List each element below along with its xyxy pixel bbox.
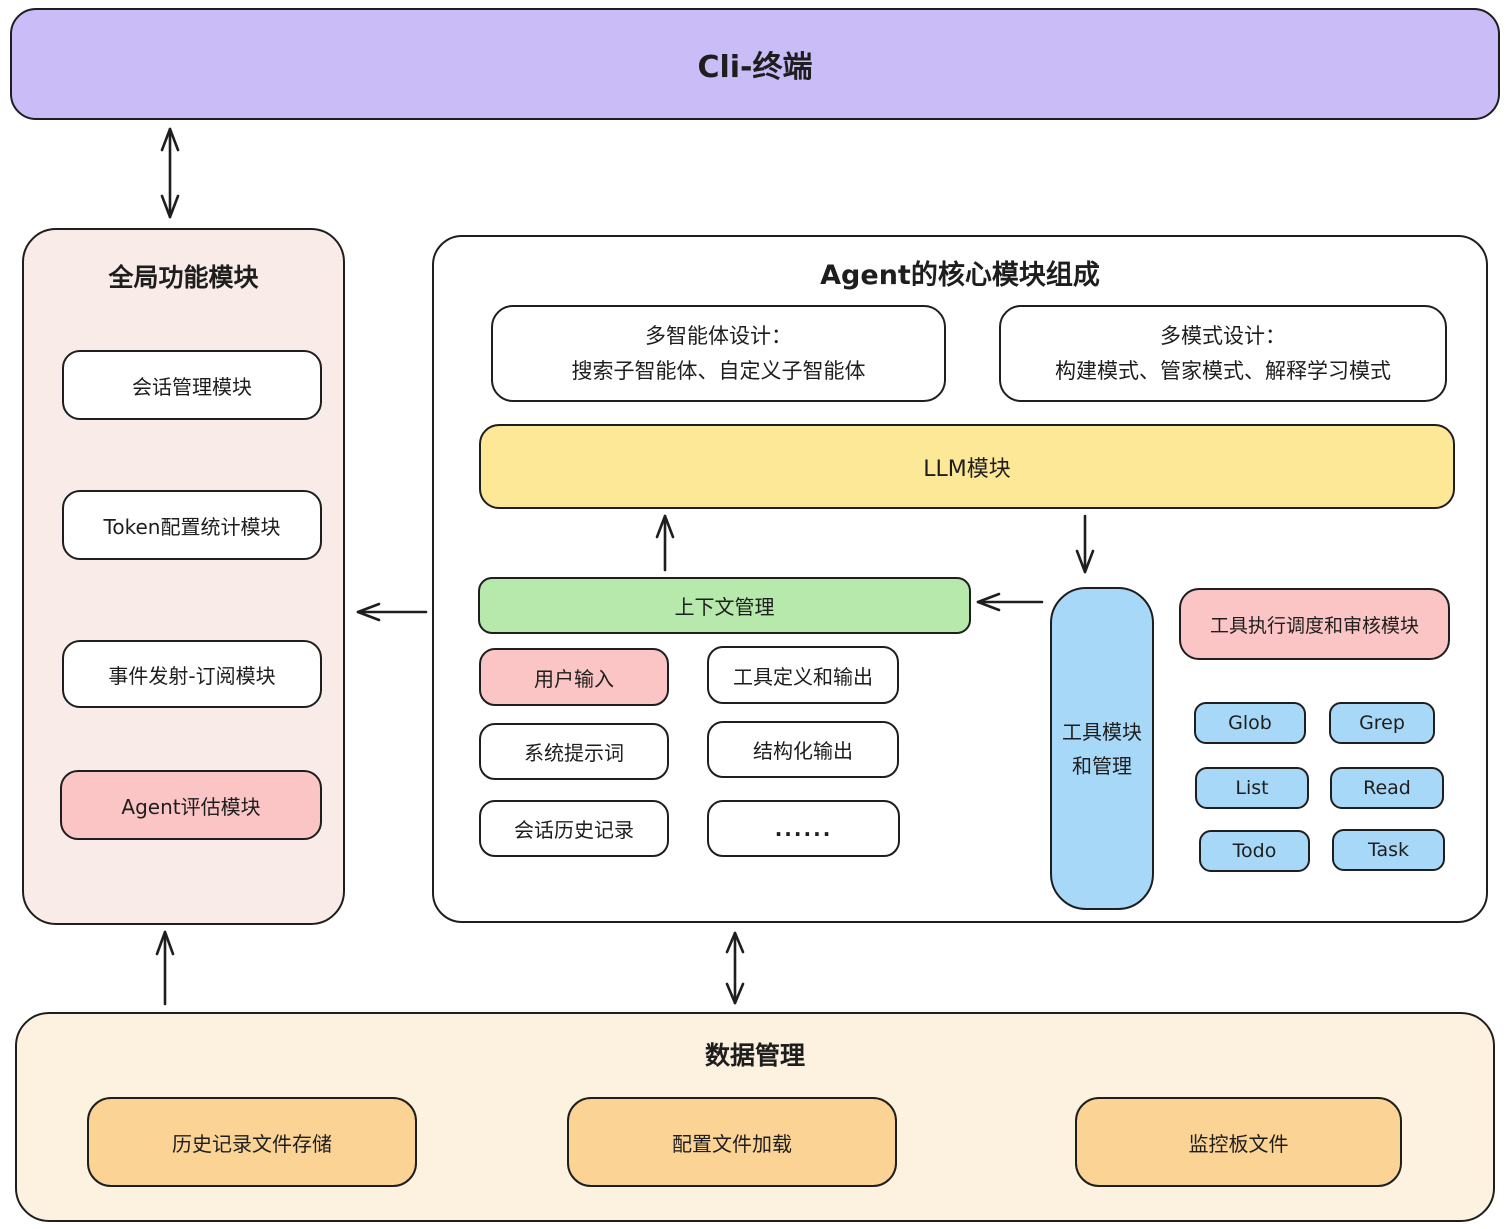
- node-label: Todo: [1232, 840, 1277, 862]
- node-agent-eval: Agent评估模块: [60, 770, 322, 840]
- node-structured-output: 结构化输出: [707, 721, 899, 778]
- node-label: ......: [774, 816, 833, 841]
- node-label: Read: [1363, 777, 1411, 799]
- node-label: Token配置统计模块: [103, 514, 281, 539]
- node-label: 工具执行调度和审核模块: [1209, 614, 1419, 637]
- data-panel: 数据管理 历史记录文件存储 配置文件加载 监控板文件: [15, 1012, 1495, 1222]
- node-multi-agent-design: 多智能体设计： 搜索子智能体、自定义子智能体: [491, 305, 946, 402]
- node-dashboard-file: 监控板文件: [1075, 1097, 1402, 1187]
- node-tool-grep: Grep: [1329, 702, 1435, 744]
- node-llm-module: LLM模块: [479, 424, 1455, 509]
- cli-terminal-label: Cli-终端: [697, 50, 813, 85]
- node-tool-definition-output: 工具定义和输出: [707, 646, 899, 704]
- node-label-line1: 多智能体设计：: [645, 323, 792, 348]
- node-tool-todo: Todo: [1199, 830, 1310, 872]
- core-panel: Agent的核心模块组成 多智能体设计： 搜索子智能体、自定义子智能体 多模式设…: [432, 235, 1488, 923]
- node-label-line1: 工具模块: [1062, 719, 1142, 744]
- arrow-data-to-global: [149, 928, 181, 1008]
- node-label: 会话管理模块: [132, 374, 252, 399]
- node-label: 上下文管理: [674, 595, 775, 619]
- node-label-line2: 搜索子智能体、自定义子智能体: [571, 358, 866, 383]
- node-label: 结构化输出: [753, 739, 853, 763]
- node-session-history: 会话历史记录: [479, 800, 669, 857]
- node-tool-task: Task: [1332, 829, 1445, 871]
- node-tool-module-management: 工具模块 和管理: [1050, 587, 1154, 910]
- node-label: 会话历史记录: [514, 818, 634, 842]
- node-context-management: 上下文管理: [478, 577, 971, 634]
- node-tool-list: List: [1195, 767, 1309, 809]
- arrow-context-to-llm: [649, 512, 681, 574]
- node-label: 监控板文件: [1188, 1131, 1289, 1156]
- node-label-line1: 多模式设计：: [1160, 323, 1286, 348]
- node-tool-scheduler-audit: 工具执行调度和审核模块: [1179, 588, 1450, 660]
- node-multi-mode-design: 多模式设计： 构建模式、管家模式、解释学习模式: [999, 305, 1447, 402]
- core-panel-title: Agent的核心模块组成: [820, 260, 1100, 291]
- node-session-management: 会话管理模块: [62, 350, 322, 420]
- node-user-input: 用户输入: [479, 648, 669, 706]
- node-token-config-stats: Token配置统计模块: [62, 490, 322, 560]
- node-label: Task: [1367, 839, 1409, 861]
- arrow-llm-to-tool-module: [1069, 512, 1101, 576]
- node-label: 配置文件加载: [672, 1131, 792, 1156]
- node-label: 系统提示词: [524, 741, 624, 765]
- node-tool-glob: Glob: [1194, 702, 1306, 744]
- node-label: Agent评估模块: [121, 794, 261, 819]
- node-config-file-loading: 配置文件加载: [567, 1097, 897, 1187]
- node-label: 工具定义和输出: [733, 664, 873, 689]
- arrow-core-data-bidirectional: [719, 928, 751, 1008]
- node-history-file-storage: 历史记录文件存储: [87, 1097, 417, 1187]
- data-panel-title: 数据管理: [704, 1041, 805, 1070]
- node-label: LLM模块: [923, 456, 1011, 482]
- node-label: Grep: [1359, 712, 1405, 734]
- node-ellipsis: ......: [707, 800, 900, 857]
- node-label: 历史记录文件存储: [172, 1131, 332, 1156]
- node-system-prompt: 系统提示词: [479, 723, 669, 780]
- node-tool-read: Read: [1330, 767, 1444, 809]
- node-event-pubsub: 事件发射-订阅模块: [62, 640, 322, 708]
- global-panel-title: 全局功能模块: [108, 263, 259, 292]
- global-panel: 全局功能模块 会话管理模块 Token配置统计模块 事件发射-订阅模块 Agen…: [22, 228, 345, 925]
- node-label: 用户输入: [534, 666, 614, 691]
- node-label-line2: 和管理: [1072, 753, 1132, 778]
- node-label: 事件发射-订阅模块: [108, 663, 276, 688]
- node-label-line2: 构建模式、管家模式、解释学习模式: [1055, 358, 1391, 383]
- node-label: List: [1235, 777, 1269, 799]
- arrow-tool-module-to-context: [972, 586, 1048, 618]
- cli-terminal-node: Cli-终端: [10, 8, 1500, 120]
- node-label: Glob: [1228, 712, 1272, 734]
- arrow-core-to-global: [352, 596, 432, 628]
- arrow-cli-global-bidirectional: [150, 123, 190, 223]
